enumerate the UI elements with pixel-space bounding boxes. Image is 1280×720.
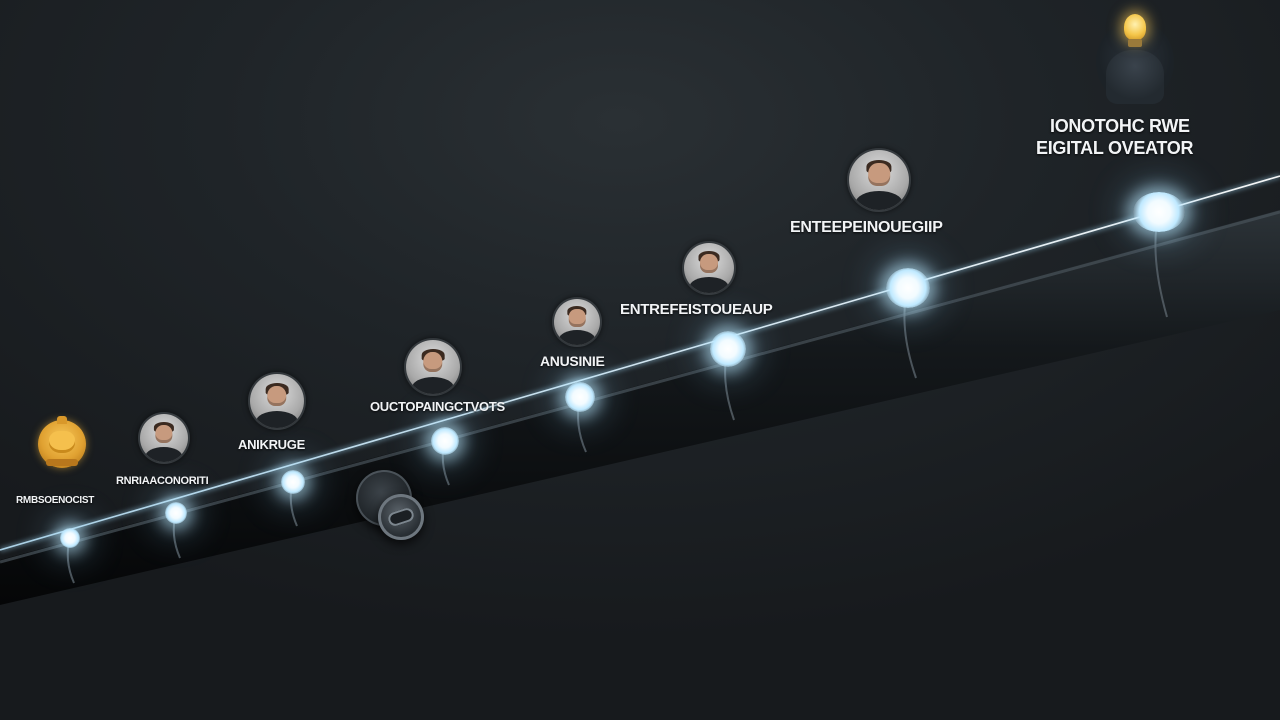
person-avatar-icon bbox=[682, 241, 736, 295]
milestone-label-3: ANIKRUGE bbox=[238, 437, 305, 452]
milestone-label-8-line2: EIGITAL OVEATOR bbox=[1036, 138, 1194, 158]
milestone-label-6: ENTREFEISTOUEAUP bbox=[620, 301, 773, 318]
milestone-node-8 bbox=[1133, 192, 1185, 232]
milestone-node-7 bbox=[886, 268, 930, 308]
trophy-icon bbox=[38, 416, 86, 468]
glow-wire bbox=[0, 175, 1280, 551]
pipe-highlight bbox=[0, 210, 1280, 564]
pipe-body bbox=[0, 210, 1280, 605]
milestone-label-1: RMBSOENOCIST bbox=[16, 495, 95, 506]
person-avatar-icon bbox=[404, 338, 462, 396]
milestone-label-7: ENTEEPEINOUEGIIP bbox=[790, 219, 943, 236]
milestone-node-5 bbox=[565, 382, 595, 412]
milestone-node-1 bbox=[60, 528, 80, 548]
person-avatar-icon bbox=[847, 148, 911, 212]
milestone-node-4 bbox=[431, 427, 459, 455]
person-avatar-icon bbox=[248, 372, 306, 430]
person-avatar-icon bbox=[138, 412, 190, 464]
milestone-label-5: ANUSINIE bbox=[540, 353, 605, 369]
milestone-label-8-line1: IONOTOHC RWE bbox=[1050, 116, 1190, 136]
milestone-node-2 bbox=[165, 502, 187, 524]
lightbulb-figure-icon bbox=[1092, 14, 1178, 106]
milestone-node-6 bbox=[710, 331, 746, 367]
milestone-label-2: RNRIAACONORITI bbox=[116, 475, 209, 487]
person-avatar-icon bbox=[552, 297, 602, 347]
dial-knob-icon bbox=[356, 470, 430, 548]
milestone-label-4: OUCTOPAINGCTVOTS bbox=[370, 399, 505, 414]
milestone-node-3 bbox=[281, 470, 305, 494]
